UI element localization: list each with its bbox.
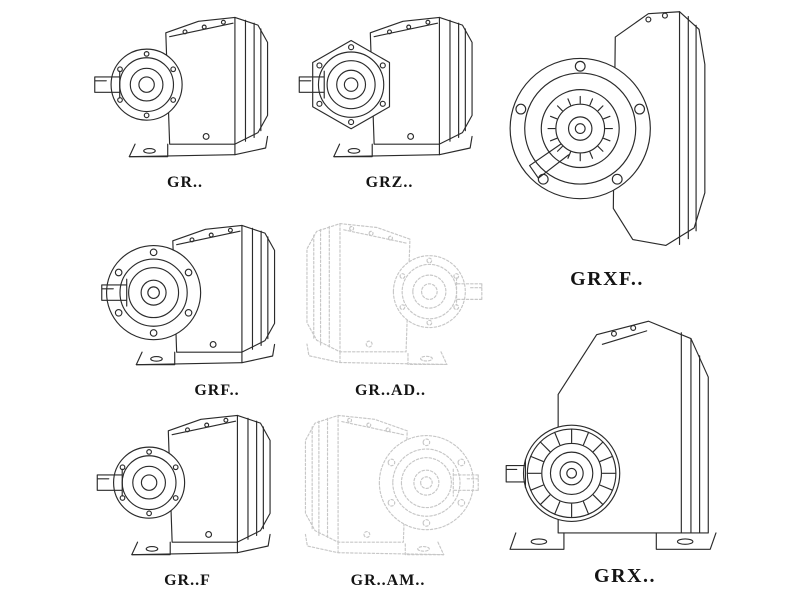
model-label-gr: GR..: [167, 174, 203, 191]
gearbox-drawing-gr-ad: [288, 210, 493, 380]
gearbox-drawing-gr: [85, 4, 285, 172]
model-cell-grx: GRX..: [498, 302, 728, 587]
model-cell-grz: GRZ..: [292, 4, 487, 194]
gearbox-drawing-grxf: [509, 11, 706, 246]
gearbox-drawing-gr-am: [288, 402, 488, 570]
model-label-grf: GRF..: [194, 382, 240, 399]
gearbox-drawing-gr-f: [90, 402, 285, 570]
model-cell-grxf: GRXF..: [498, 2, 716, 290]
model-label-grz: GRZ..: [365, 174, 414, 191]
model-cell-grf: GRF..: [92, 212, 292, 402]
model-cell-gr-am: GR..AM..: [288, 402, 488, 592]
model-label-grx: GRX..: [594, 565, 656, 587]
model-label-gr-am: GR..AM..: [350, 572, 426, 589]
model-label-gr-ad: GR..AD..: [354, 382, 427, 399]
model-cell-gr: GR..: [85, 4, 285, 194]
gearbox-drawing-grx: [505, 320, 717, 550]
model-label-grxf: GRXF..: [570, 268, 644, 290]
gearbox-drawing-grz: [292, 4, 487, 172]
model-cell-gr-f: GR..F: [90, 402, 285, 592]
model-label-gr-f: GR..F: [164, 572, 211, 589]
model-cell-gr-ad: GR..AD..: [288, 210, 493, 402]
gearbox-drawing-grf: [92, 212, 292, 380]
